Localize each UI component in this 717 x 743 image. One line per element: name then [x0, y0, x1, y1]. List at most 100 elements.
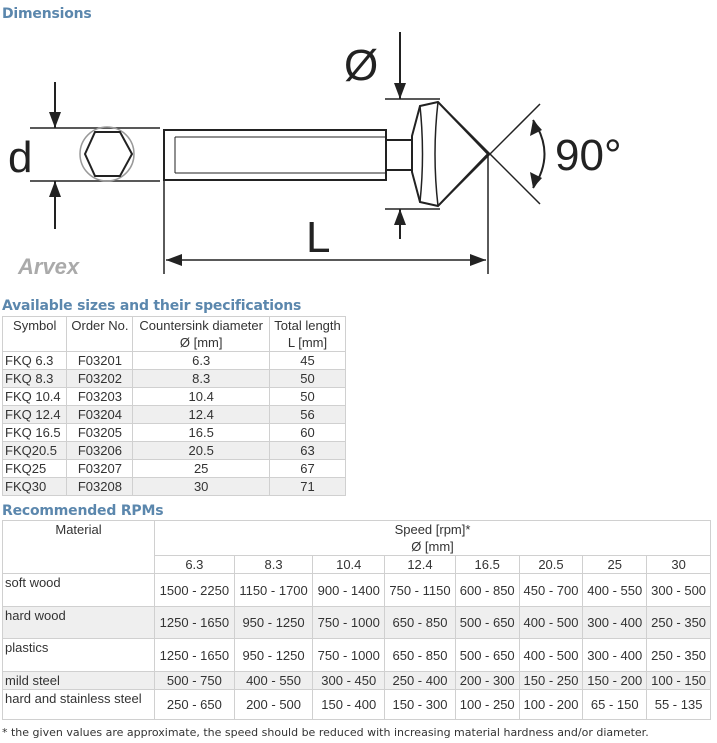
table-cell: 20.5 [132, 441, 270, 460]
table-cell: 12.4 [132, 405, 270, 424]
table-cell: 8.3 [132, 369, 270, 388]
spec-column-header: Symbol [1, 316, 68, 352]
diameter-header-text: Ø [mm] [411, 539, 454, 554]
rpm-cell: 650 - 850 [384, 638, 456, 672]
table-cell: F03208 [66, 477, 134, 496]
rpm-cell: 250 - 350 [646, 638, 711, 672]
speed-header-text: Speed [rpm]* [394, 522, 471, 537]
rpm-cell: 1250 - 1650 [154, 606, 235, 639]
rpm-cell: 900 - 1400 [312, 573, 386, 607]
rpm-cell: 600 - 850 [454, 573, 520, 607]
table-cell: 50 [269, 387, 346, 406]
rpm-cell: 500 - 750 [154, 671, 235, 690]
rpm-cell: 1250 - 1650 [154, 638, 235, 672]
table-cell: F03206 [66, 441, 134, 460]
material-header: Material [2, 520, 155, 574]
diameter-label: Ø [344, 41, 378, 90]
material-cell: plastics [2, 638, 155, 672]
table-cell: 25 [132, 459, 270, 478]
table-cell: 67 [269, 459, 346, 478]
rpm-cell: 300 - 500 [646, 573, 711, 607]
rpm-cell: 100 - 200 [518, 689, 584, 720]
available-sizes-heading: Available sizes and their specifications [2, 298, 302, 314]
rpm-cell: 100 - 250 [454, 689, 520, 720]
rpm-cell: 250 - 350 [646, 606, 711, 639]
rpm-cell: 55 - 135 [646, 689, 711, 720]
material-cell: soft wood [2, 573, 155, 607]
length-label: L [306, 213, 330, 262]
rpm-cell: 65 - 150 [582, 689, 648, 720]
rpm-cell: 300 - 400 [582, 638, 648, 672]
rpm-cell: 250 - 400 [384, 671, 456, 690]
table-cell: 10.4 [132, 387, 270, 406]
table-cell: F03204 [66, 405, 134, 424]
table-cell: 16.5 [132, 423, 270, 442]
rpm-cell: 750 - 1000 [312, 606, 386, 639]
table-cell: FKQ30 [1, 477, 68, 496]
table-cell: F03205 [66, 423, 134, 442]
table-cell: F03207 [66, 459, 134, 478]
diameter-column-header: 10.4 [312, 555, 386, 574]
rpm-cell: 950 - 1250 [233, 638, 314, 672]
table-cell: F03201 [66, 351, 134, 370]
rpm-cell: 400 - 550 [582, 573, 648, 607]
angle-label: 90° [555, 131, 622, 180]
rpm-cell: 400 - 500 [518, 638, 584, 672]
header-unit: Ø [mm] [179, 335, 223, 350]
rpm-cell: 950 - 1250 [233, 606, 314, 639]
table-cell: FKQ25 [1, 459, 68, 478]
table-cell: 30 [132, 477, 270, 496]
spec-column-header: Countersink diameter Ø [mm] [132, 316, 270, 352]
table-cell: FKQ 8.3 [1, 369, 68, 388]
spec-column-header: Order No. [66, 316, 134, 352]
header-line: Symbol [13, 318, 57, 333]
table-cell: FKQ 10.4 [1, 387, 68, 406]
table-cell: FKQ 16.5 [1, 423, 68, 442]
material-cell: mild steel [2, 671, 155, 690]
table-cell: 6.3 [132, 351, 270, 370]
table-cell: FKQ20.5 [1, 441, 68, 460]
rpm-cell: 450 - 700 [518, 573, 584, 607]
table-cell: 60 [269, 423, 346, 442]
rpm-cell: 200 - 500 [233, 689, 314, 720]
diameter-column-header: 6.3 [154, 555, 235, 574]
header-line: Countersink diameter [139, 318, 263, 333]
table-cell: 50 [269, 369, 346, 388]
rpm-cell: 400 - 550 [233, 671, 314, 690]
rpm-cell: 300 - 400 [582, 606, 648, 639]
rpm-cell: 150 - 400 [312, 689, 386, 720]
diameter-column-header: 16.5 [454, 555, 520, 574]
rpm-cell: 750 - 1150 [384, 573, 456, 607]
header-line: Total length [274, 318, 341, 333]
rpm-cell: 500 - 650 [454, 606, 520, 639]
d-label: d [8, 133, 32, 182]
diameter-column-header: 12.4 [384, 555, 456, 574]
diameter-column-header: 20.5 [518, 555, 584, 574]
arvex-logo: Arvex [17, 254, 80, 279]
rpm-cell: 200 - 300 [454, 671, 520, 690]
table-cell: FKQ 12.4 [1, 405, 68, 424]
rpm-cell: 250 - 650 [154, 689, 235, 720]
rpm-cell: 150 - 300 [384, 689, 456, 720]
rpm-cell: 300 - 450 [312, 671, 386, 690]
rpm-cell: 150 - 200 [582, 671, 648, 690]
footnote: * the given values are approximate, the … [2, 726, 649, 739]
spec-table: Symbol Order No. Countersink diameter Ø [mm… [1, 316, 346, 496]
rpm-cell: 500 - 650 [454, 638, 520, 672]
table-cell: F03202 [66, 369, 134, 388]
table-cell: 45 [269, 351, 346, 370]
table-cell: 56 [269, 405, 346, 424]
rpm-cell: 1150 - 1700 [233, 573, 314, 607]
